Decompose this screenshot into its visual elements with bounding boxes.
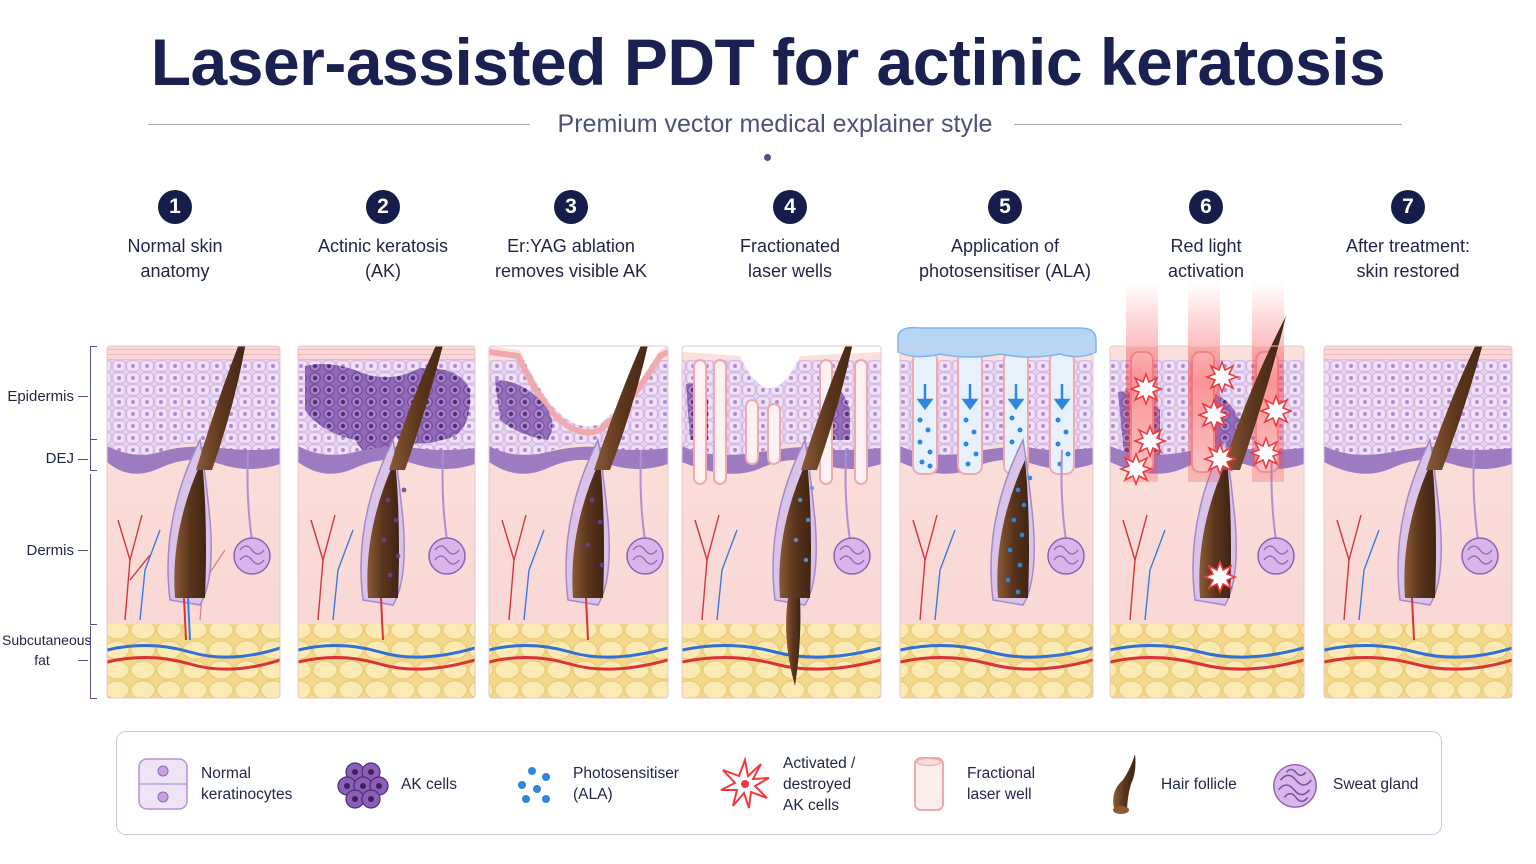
step-5-header: 5 Application of photosensitiser (ALA) bbox=[905, 190, 1105, 284]
legend-item-laser-well: Fractional laser well bbox=[901, 732, 1035, 836]
legend-item-photosensitiser: Photosensitiser (ALA) bbox=[507, 732, 679, 836]
panel-4-frame bbox=[681, 345, 882, 699]
step-6-header: 6 Red light activation bbox=[1106, 190, 1306, 284]
divider-dot bbox=[764, 154, 771, 161]
layer-label-fat: Subcutaneous fat bbox=[2, 630, 92, 670]
step-number: 2 bbox=[366, 190, 400, 224]
legend-line2: laser well bbox=[967, 786, 1032, 803]
legend-line1: Hair follicle bbox=[1161, 775, 1237, 793]
panel-7-frame bbox=[1323, 345, 1513, 699]
legend-line1: AK cells bbox=[401, 775, 457, 793]
legend-line1: Fractional bbox=[967, 765, 1036, 782]
step-number: 7 bbox=[1391, 190, 1425, 224]
step-label-line2: laser wells bbox=[747, 261, 833, 281]
step-1-header: 1 Normal skin anatomy bbox=[75, 190, 275, 284]
legend-line1: Activated / bbox=[783, 754, 856, 772]
step-label-line2: (AK) bbox=[365, 261, 401, 281]
tick-dej bbox=[78, 459, 88, 460]
step-label-line1: Red light bbox=[1170, 236, 1242, 256]
step-4-header: 4 Fractionated laser wells bbox=[690, 190, 890, 284]
panel-eryag-ablation bbox=[489, 346, 668, 698]
burst-icon bbox=[717, 754, 773, 814]
step-number: 6 bbox=[1189, 190, 1223, 224]
legend-line2: (ALA) bbox=[573, 786, 613, 803]
step-label-line1: Actinic keratosis bbox=[317, 236, 449, 256]
panel-normal-skin bbox=[107, 346, 280, 698]
legend-line1: Photosensitiser bbox=[573, 765, 679, 782]
legend-line2: destroyed bbox=[783, 775, 852, 793]
layer-label-epidermis: Epidermis bbox=[7, 388, 74, 405]
panel-6-frame bbox=[1109, 345, 1305, 699]
bracket-dermis bbox=[90, 474, 97, 625]
step-number: 4 bbox=[773, 190, 807, 224]
step-number: 3 bbox=[554, 190, 588, 224]
panel-fractional-wells bbox=[682, 346, 881, 698]
legend-line1: Normal bbox=[201, 765, 251, 782]
bracket-dej bbox=[90, 440, 97, 471]
step-label-line1: Normal skin bbox=[127, 236, 223, 256]
legend: Normal keratinocytes AK cells Photosensit… bbox=[116, 731, 1442, 835]
tick-dermis bbox=[78, 550, 88, 551]
layer-label-fat-line2: fat bbox=[34, 652, 50, 668]
legend-line2: keratinocytes bbox=[201, 786, 293, 803]
step-label-line1: Fractionated bbox=[739, 236, 841, 256]
step-label-line2: anatomy bbox=[140, 261, 210, 281]
layer-label-fat-line1: Subcutaneous bbox=[2, 632, 92, 648]
legend-item-activated-cells: Activated / destroyed AK cells bbox=[717, 732, 855, 836]
step-label-line1: Er:YAG ablation bbox=[507, 236, 635, 256]
bracket-epidermis bbox=[90, 346, 97, 440]
panel-actinic-keratosis bbox=[298, 346, 475, 698]
step-2-header: 2 Actinic keratosis (AK) bbox=[283, 190, 483, 284]
ak-cells-icon bbox=[335, 754, 391, 814]
panel-1-frame bbox=[106, 345, 281, 699]
step-label-line1: Application of bbox=[950, 236, 1060, 256]
hair-follicle-icon bbox=[1095, 754, 1151, 814]
divider-right bbox=[1014, 124, 1402, 125]
panel-5-frame bbox=[899, 345, 1094, 699]
sweat-gland-icon bbox=[1267, 754, 1323, 814]
panel-ala-application bbox=[900, 346, 1093, 698]
step-label-line1: After treatment: bbox=[1345, 236, 1471, 256]
step-number: 5 bbox=[988, 190, 1022, 224]
step-3-header: 3 Er:YAG ablation removes visible AK bbox=[471, 190, 671, 284]
step-label-line2: skin restored bbox=[1356, 261, 1460, 281]
legend-item-keratinocytes: Normal keratinocytes bbox=[135, 732, 292, 836]
step-label-line2: activation bbox=[1167, 261, 1245, 281]
legend-item-ak-cells: AK cells bbox=[335, 732, 457, 836]
laser-well-icon bbox=[901, 754, 957, 814]
photosensitiser-icon bbox=[507, 754, 563, 814]
activation-bursts bbox=[1118, 359, 1294, 595]
panel-skin-restored bbox=[1324, 346, 1512, 698]
layer-label-dej: DEJ bbox=[45, 450, 74, 467]
keratinocyte-icon bbox=[135, 754, 191, 814]
legend-line3: AK cells bbox=[783, 796, 839, 814]
subtitle-row: Premium vector medical explainer style bbox=[148, 110, 1402, 142]
page-title: Laser-assisted PDT for actinic keratosis bbox=[150, 25, 1386, 99]
bracket-fat bbox=[90, 626, 97, 699]
step-7-header: 7 After treatment: skin restored bbox=[1308, 190, 1508, 284]
ala-gel-layer bbox=[897, 326, 1097, 358]
step-number: 1 bbox=[158, 190, 192, 224]
divider-left bbox=[148, 124, 530, 125]
tick-epidermis bbox=[78, 396, 88, 397]
tick-fat bbox=[78, 660, 88, 661]
laser-wells bbox=[693, 359, 868, 485]
step-label-line2: photosensitiser (ALA) bbox=[918, 261, 1092, 281]
legend-item-hair-follicle: Hair follicle bbox=[1095, 732, 1237, 836]
legend-line1: Sweat gland bbox=[1333, 775, 1419, 793]
step-label-line2: removes visible AK bbox=[494, 261, 648, 281]
panel-3-frame bbox=[488, 345, 669, 699]
panel-2-frame bbox=[297, 345, 476, 699]
legend-item-sweat-gland: Sweat gland bbox=[1267, 732, 1418, 836]
page-subtitle: Premium vector medical explainer style bbox=[557, 110, 993, 138]
layer-label-dermis: Dermis bbox=[26, 542, 75, 559]
